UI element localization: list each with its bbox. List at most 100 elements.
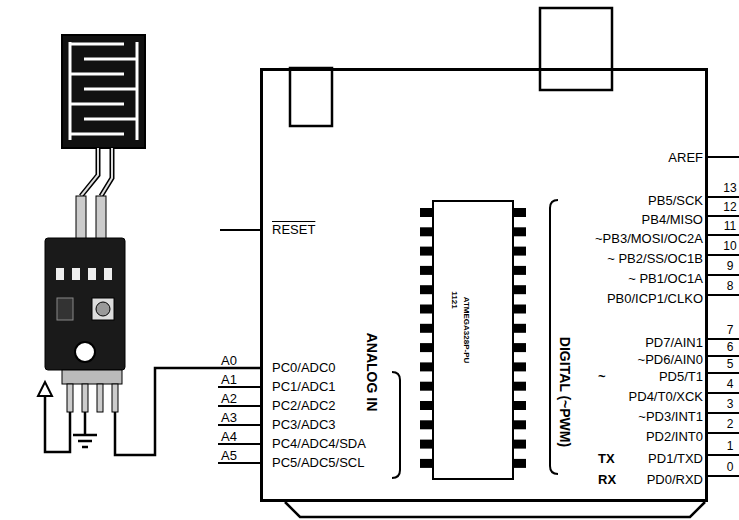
pin-label: A0 — [221, 353, 237, 368]
pin-label: PD1/TXD — [648, 451, 703, 466]
pin-label: ~PB3/MOSI/OC2A — [595, 231, 703, 246]
chip-pin — [420, 324, 432, 333]
pin-line — [708, 156, 739, 158]
header-pin — [82, 384, 88, 412]
pin-label: ~ PB2/SS/OC1B — [607, 251, 703, 266]
potentiometer — [96, 302, 110, 316]
pin-label: AREF — [668, 150, 703, 165]
chip-pin — [514, 459, 526, 468]
usb-jack — [290, 68, 332, 126]
pin-label: ~PD3/INT1 — [638, 409, 703, 424]
lead — [101, 148, 112, 196]
sensor-plate — [62, 35, 145, 148]
plate-trace — [84, 58, 137, 61]
pin-label: A5 — [221, 448, 237, 463]
pin-line — [708, 355, 739, 357]
signal-wire — [115, 368, 260, 455]
chip-pin — [514, 305, 526, 314]
pin-label: PD5/T1 — [659, 369, 703, 384]
pin-number: 0 — [727, 460, 734, 475]
pin-line — [708, 412, 739, 414]
pin-line — [708, 338, 739, 340]
chip-pin — [514, 420, 526, 429]
power-jack — [540, 8, 612, 90]
chip-pin — [420, 401, 432, 410]
chip-pin — [420, 247, 432, 256]
pin-number: 7 — [727, 323, 734, 338]
pin-label: PB5/SCK — [648, 193, 703, 208]
plate-traces — [70, 42, 137, 140]
ground-wire — [84, 412, 87, 435]
pin-line — [708, 372, 739, 374]
power-wire — [45, 394, 70, 452]
pin-label: ~ — [598, 369, 606, 384]
pin-line — [708, 254, 739, 256]
plate-trace — [70, 73, 124, 76]
chip-marking: ATMEGA328P-PU — [462, 297, 471, 364]
chip-pin — [514, 227, 526, 236]
section-title: DIGITAL (~PWM) — [557, 337, 573, 447]
chip-pin — [514, 266, 526, 275]
pin-line — [708, 392, 739, 394]
chip-pin — [514, 247, 526, 256]
chip-marking: 1121 — [450, 291, 459, 308]
arduino-board — [220, 8, 739, 517]
pin-label: PC4/ADC4/SDA — [272, 436, 366, 451]
chip-pin — [514, 285, 526, 294]
pin-label: ~PD6/AIN0 — [638, 352, 703, 367]
plate-trace — [84, 118, 137, 121]
pin-number: 12 — [723, 200, 736, 215]
plate-trace — [84, 88, 137, 91]
pin-line — [708, 215, 739, 217]
chip-pin — [420, 362, 432, 371]
pin-line — [220, 229, 260, 231]
module-board — [45, 238, 125, 370]
header-pin — [76, 196, 86, 242]
chip-pin — [420, 459, 432, 468]
pin-number: 4 — [727, 377, 734, 392]
bracket — [550, 200, 558, 474]
pin-line — [708, 475, 739, 477]
pin-line — [708, 294, 739, 296]
chip-pin — [420, 208, 432, 217]
chip-pin — [514, 362, 526, 371]
pin-label: RESET — [272, 222, 315, 237]
pin-label: PC2/ADC2 — [272, 398, 336, 413]
section-title: ANALOG IN — [364, 333, 380, 412]
pin-label: A2 — [221, 391, 237, 406]
smd-part — [72, 268, 80, 280]
chip-pin — [514, 401, 526, 410]
chip-pin — [420, 343, 432, 352]
pin-number: 5 — [727, 357, 734, 372]
chip-pin — [420, 266, 432, 275]
chip-pin — [420, 305, 432, 314]
chip-pin — [420, 440, 432, 449]
plate-trace — [70, 43, 124, 46]
potentiometer — [92, 298, 114, 320]
chip-pin — [420, 382, 432, 391]
pin-line — [708, 234, 739, 236]
pin-label: PD4/T0/XCK — [629, 389, 703, 404]
lead — [101, 148, 112, 196]
pin-label: PC0/ADC0 — [272, 360, 336, 375]
pin-number: 9 — [727, 259, 734, 274]
pin-number: 3 — [727, 397, 734, 412]
pin-label: PC3/ADC3 — [272, 417, 336, 432]
header-pin — [96, 196, 106, 242]
header-pin — [67, 384, 73, 412]
smd-part — [56, 268, 64, 280]
chip-pin — [514, 382, 526, 391]
chip-pin — [420, 285, 432, 294]
pin-label: PD0/RXD — [647, 472, 703, 487]
ground-symbol — [73, 435, 97, 447]
pin-number: 1 — [727, 439, 734, 454]
header — [62, 370, 122, 384]
pin-label: PC5/ADC5/SCL — [272, 455, 364, 470]
pin-number: 6 — [727, 340, 734, 355]
led — [75, 342, 95, 362]
wires — [38, 368, 260, 455]
chip-pin — [420, 227, 432, 236]
chip-pin — [514, 324, 526, 333]
lead — [81, 148, 98, 196]
board-edge — [285, 502, 705, 517]
